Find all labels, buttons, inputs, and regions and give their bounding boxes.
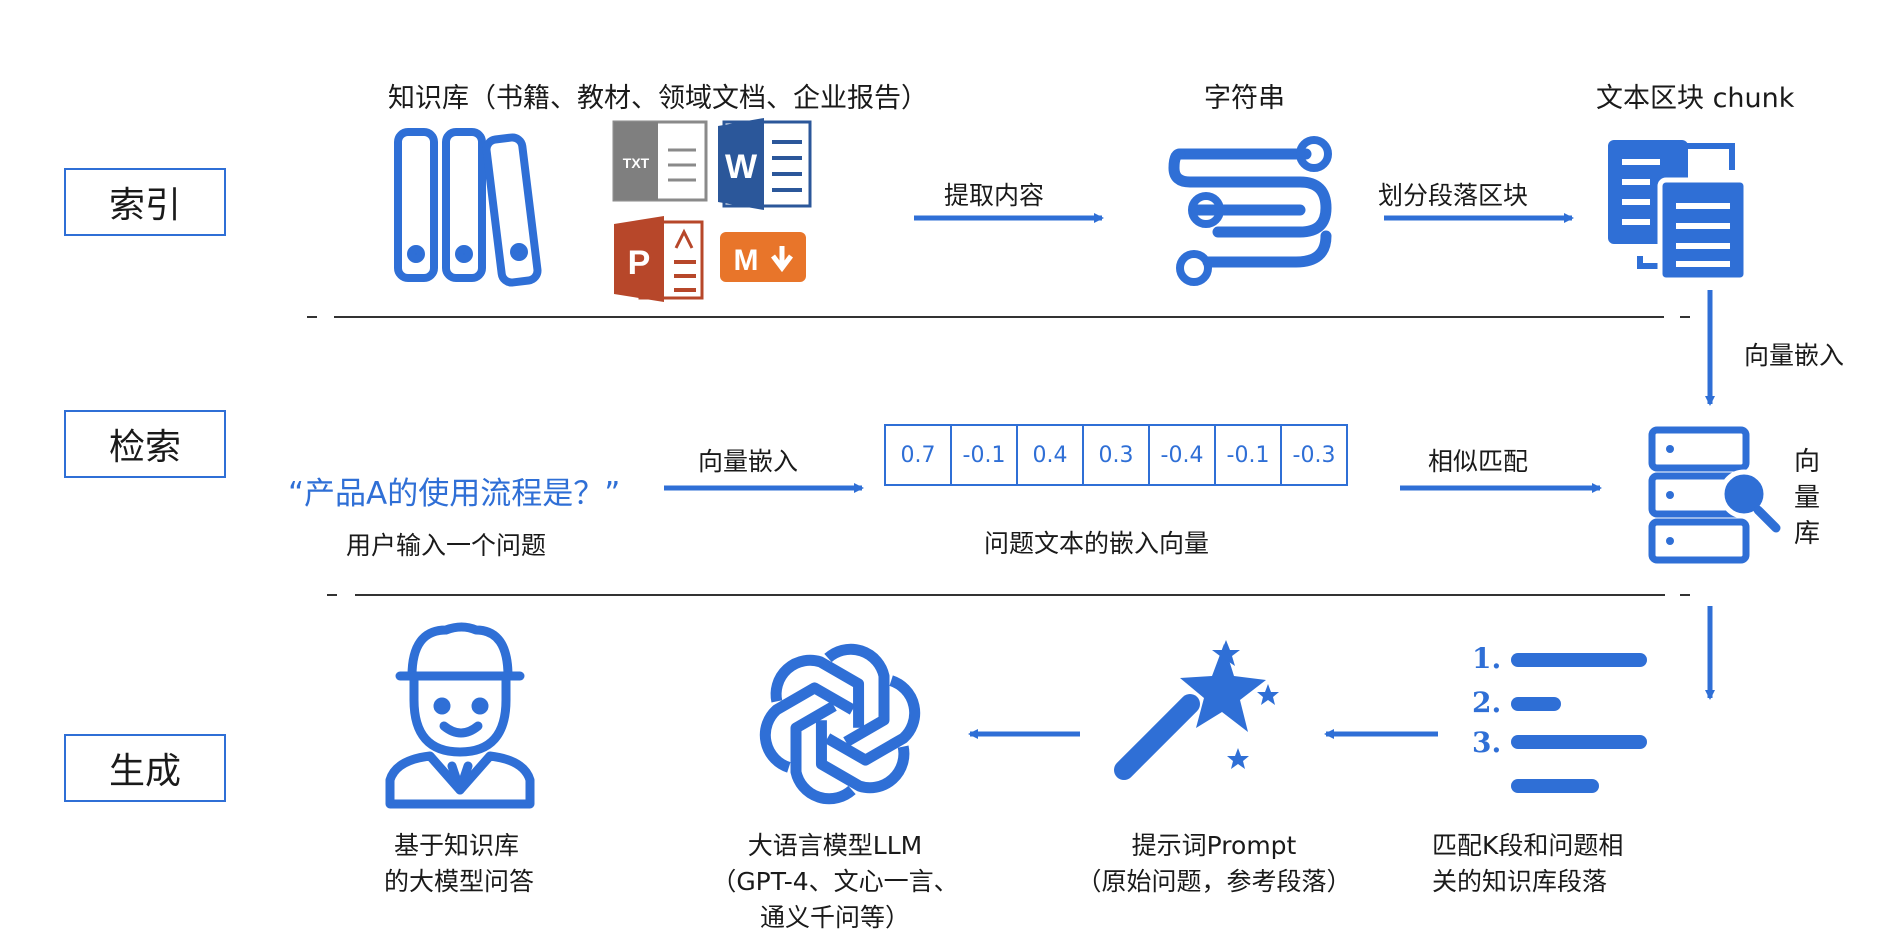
vector-database-icon [1648,426,1781,564]
vector-cell: -0.1 [1214,424,1282,486]
split-label: 划分段落区块 [1378,181,1529,210]
vector-embed-label: 向量嵌入 [1744,341,1845,370]
llm-caption-line: 大语言模型LLM [747,831,923,860]
divider-line [355,594,1665,596]
list-number-1: 1. [1472,642,1502,675]
query-vector: 0.7 -0.1 0.4 0.3 -0.4 -0.1 -0.3 [884,424,1348,486]
divider-dash [327,594,337,596]
prompt-caption-line: 提示词Prompt [1131,831,1297,860]
query-embed-label: 向量嵌入 [698,447,799,476]
answer-caption-line: 基于知识库 [394,831,520,860]
vector-db-char: 向 [1793,447,1820,477]
vector-db-label: 向 量 库 [1792,444,1822,552]
stage-generate-label: 生成 [108,751,181,792]
llm-caption: 大语言模型LLM （GPT-4、文心一言、 通义千问等） [690,828,980,936]
svg-text:M: M [734,244,759,277]
svg-text:P: P [628,244,651,282]
topk-caption: 匹配K段和问题相 关的知识库段落 [1432,828,1623,900]
divider-line [334,316,1664,318]
llm-caption-line: （GPT-4、文心一言、 [711,867,959,896]
prompt-caption-line: （原始问题，参考段落） [1076,867,1352,896]
match-label: 相似匹配 [1428,447,1529,476]
svg-text:W: W [725,148,758,186]
chunk-title: 文本区块 chunk [1596,83,1795,114]
llm-caption-line: 通义千问等） [759,903,910,932]
vector-cell: 0.7 [884,424,952,486]
topk-caption-line: 关的知识库段落 [1432,867,1608,896]
divider-dash [1680,594,1690,596]
svg-text:TXT: TXT [623,155,650,171]
list-number-2: 2. [1472,686,1502,719]
answer-caption-line: 的大模型问答 [384,867,535,896]
vector-cell: -0.3 [1280,424,1348,486]
vector-cell: 0.4 [1016,424,1084,486]
txt-file-icon: TXT [612,120,708,202]
string-title: 字符串 [1204,83,1285,114]
magic-wand-icon [1114,640,1279,780]
detective-person-icon [385,622,535,809]
stage-index-label: 索引 [108,185,181,226]
user-input-caption: 用户输入一个问题 [346,531,547,560]
string-icon [1168,136,1332,286]
stage-generate-box: 生成 [64,734,226,802]
word-file-icon: W [718,118,812,210]
vector-db-char: 量 [1793,483,1820,513]
stage-index-box: 索引 [64,168,226,236]
prompt-caption: 提示词Prompt （原始问题，参考段落） [1064,828,1364,900]
stage-retrieve-box: 检索 [64,410,226,478]
user-query-text: “产品A的使用流程是？” [288,476,621,512]
knowledge-base-title: 知识库（书籍、教材、领域文档、企业报告） [388,83,928,114]
divider-dash [307,316,317,318]
vector-cell: -0.1 [950,424,1018,486]
vector-cell: 0.3 [1082,424,1150,486]
topk-caption-line: 匹配K段和问题相 [1432,831,1624,860]
answer-caption: 基于知识库 的大模型问答 [384,828,534,900]
chunk-document-icon [1608,140,1749,283]
vector-db-char: 库 [1793,519,1820,549]
vector-caption: 问题文本的嵌入向量 [984,529,1210,558]
divider-dash [1680,316,1690,318]
llm-knot-icon [759,643,921,805]
vector-cell: -0.4 [1148,424,1216,486]
topk-list-icon [1511,653,1647,793]
bookshelf-icon [394,128,542,287]
stage-retrieve-label: 检索 [108,427,181,468]
ppt-file-icon: P [614,216,704,302]
list-number-3: 3. [1472,726,1502,759]
markdown-file-icon: M [720,232,806,282]
extract-label: 提取内容 [944,181,1045,210]
